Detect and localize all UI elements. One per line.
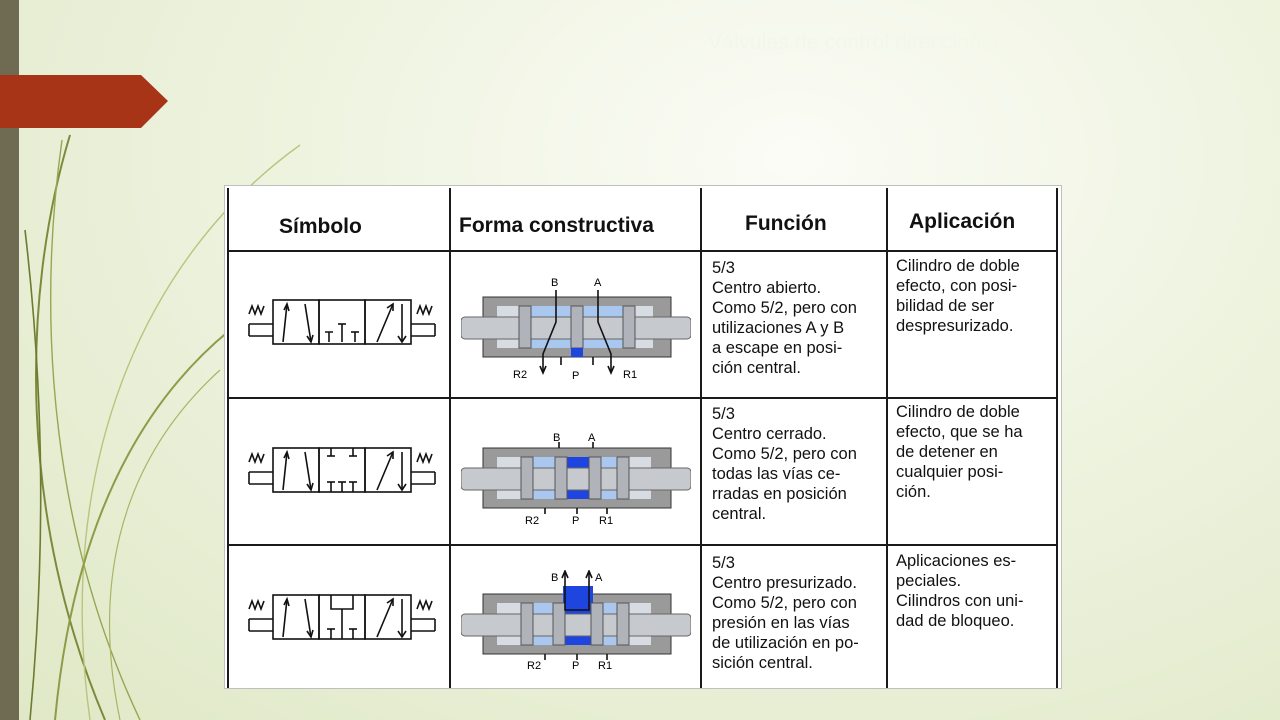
port-label-r2: R2 [525,515,539,527]
table-grid-line [449,188,451,688]
port-label-a: A [588,432,596,444]
port-label-r1: R1 [623,369,637,381]
header-aplicacion: Aplicación [909,210,1016,233]
port-label-a: A [594,277,602,289]
port-label-p: P [572,370,579,382]
header-funcion: Función [745,212,827,235]
table-grid-line [1056,188,1058,688]
table-grid-line [227,544,1058,546]
valve-construction-pressurized-center: B A R2 P R1 [461,570,691,672]
port-label-r2: R2 [527,660,541,672]
decorative-swirl-lines [24,134,301,720]
aplicacion-cell-2: Cilindro de doble efecto, que se ha de d… [896,403,1023,501]
table-grid-line [227,397,1058,399]
port-label-b: B [551,572,558,584]
port-label-a: A [595,572,603,584]
port-label-r1: R1 [599,515,613,527]
left-accent-bar [0,0,19,720]
aplicacion-cell-3: Aplicaciones es- peciales. Cilindros con… [896,552,1024,630]
table-grid-line [700,188,702,688]
port-label-r2: R2 [513,369,527,381]
valve-symbol-open-center [248,299,436,345]
valve-symbol-pressurized-center [248,594,436,640]
table-grid-line [227,250,1058,252]
slide-title: Válvulas de control direccional [708,31,998,54]
valve-construction-open-center: B A R2 P R1 [461,277,691,382]
title-accent-tab [0,75,168,128]
valve-construction-closed-center: B A R2 P R1 [461,432,691,527]
port-label-b: B [553,432,560,444]
funcion-cell-2: 5/3 Centro cerrado. Como 5/2, pero con t… [712,405,857,523]
port-label-p: P [572,660,579,672]
port-label-b: B [551,277,558,289]
funcion-cell-3: 5/3 Centro presurizado. Como 5/2, pero c… [712,554,859,672]
header-forma-constructiva: Forma constructiva [459,214,654,237]
valve-symbol-closed-center [248,447,436,493]
port-label-p: P [572,515,579,527]
table-grid-line [227,188,229,688]
aplicacion-cell-1: Cilindro de doble efecto, con posi- bili… [896,257,1020,335]
funcion-cell-1: 5/3 Centro abierto. Como 5/2, pero con u… [712,259,857,377]
header-simbolo: Símbolo [279,215,362,238]
port-label-r1: R1 [598,660,612,672]
valve-table: Símbolo Forma constructiva Función Aplic… [224,185,1062,689]
table-grid-line [886,188,888,688]
